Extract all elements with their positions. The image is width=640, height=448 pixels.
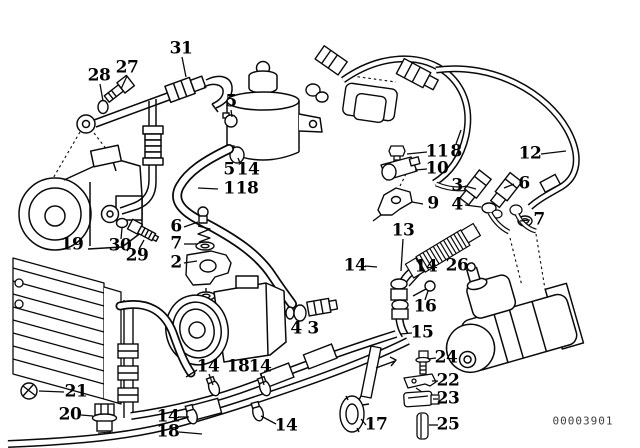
watermark-code: 00003901: [552, 414, 614, 428]
hose-14-fittings: [390, 278, 409, 320]
callout-8: 8: [450, 141, 462, 162]
callout-29: 29: [125, 245, 149, 266]
callout-18-a: 18: [235, 178, 259, 199]
hose-clamp-5-upper: [222, 112, 238, 128]
callout-6-a: 6: [518, 173, 530, 194]
callout-23: 23: [436, 388, 460, 409]
cooler-pipe-unions: [117, 300, 139, 418]
callout-14-e: 14: [248, 356, 272, 377]
clamp-10: [380, 156, 421, 181]
callout-14-f: 14: [156, 406, 180, 427]
callout-20: 20: [58, 404, 82, 425]
callout-19: 19: [60, 234, 84, 255]
callout-15: 15: [410, 322, 434, 343]
callout-27: 27: [115, 57, 139, 78]
bolt-24: [415, 350, 431, 375]
callout-26: 26: [445, 255, 469, 276]
callout-14-g: 14: [274, 415, 298, 436]
callout-13: 13: [391, 220, 415, 241]
fitting-4-3-center: [285, 297, 339, 322]
tandem-pump: [165, 275, 287, 366]
callout-5-a: 5: [225, 91, 237, 112]
callout-28: 28: [87, 65, 111, 86]
callout-5-b: 5: [223, 159, 235, 180]
callout-25: 25: [436, 414, 460, 435]
callout-18-b: 18: [226, 356, 250, 377]
ring-small-b: [509, 204, 523, 216]
callout-14-c: 14: [414, 256, 438, 277]
pressure-hose-12: [435, 65, 580, 210]
callout-17: 17: [364, 414, 388, 435]
callout-12: 12: [518, 143, 542, 164]
callout-22: 22: [436, 370, 460, 391]
callout-9: 9: [427, 193, 439, 214]
steering-gear: [445, 262, 585, 374]
callout-14-d: 14: [196, 356, 220, 377]
callout-24: 24: [434, 347, 458, 368]
callout-21: 21: [64, 381, 88, 402]
hose-end-fittings-top: [305, 45, 439, 124]
callout-1: 1: [223, 178, 235, 199]
sleeve-25: [416, 412, 429, 440]
callout-3-b: 3: [307, 318, 319, 339]
clip-21: [20, 382, 38, 400]
callout-6-b: 6: [170, 216, 182, 237]
callout-18-c: 18: [156, 421, 180, 442]
oil-cooler: [12, 257, 122, 405]
callout-11: 11: [425, 141, 449, 162]
bracket-9: [372, 187, 413, 222]
callout-10: 10: [425, 158, 449, 179]
callout-4-b: 4: [290, 318, 302, 339]
callout-2: 2: [170, 252, 182, 273]
callout-30: 30: [108, 235, 132, 256]
corrugated-hose-26: [404, 222, 482, 279]
bolt-29-washer-30: [115, 217, 160, 242]
leader-lines: [38, 56, 567, 435]
fitting-3-right: [458, 169, 493, 206]
bolt-16: [412, 280, 436, 297]
callout-31: 31: [169, 38, 193, 59]
callout-14-a: 14: [236, 159, 260, 180]
grommet-17: [339, 395, 365, 433]
cooler-hose: [115, 300, 198, 378]
power-steering-pump: [18, 144, 143, 251]
fitting-hose-stubs: [487, 211, 537, 235]
pressure-pipe-31: [76, 75, 233, 224]
callout-7-a: 7: [533, 209, 545, 230]
callout-7-b: 7: [170, 233, 182, 254]
fluid-reservoir: [226, 60, 323, 161]
ring-4-right: [481, 202, 497, 214]
callout-14-b: 14: [343, 255, 367, 276]
callout-16: 16: [413, 296, 437, 317]
callout-4-a: 4: [451, 194, 463, 215]
callout-3-a: 3: [451, 175, 463, 196]
